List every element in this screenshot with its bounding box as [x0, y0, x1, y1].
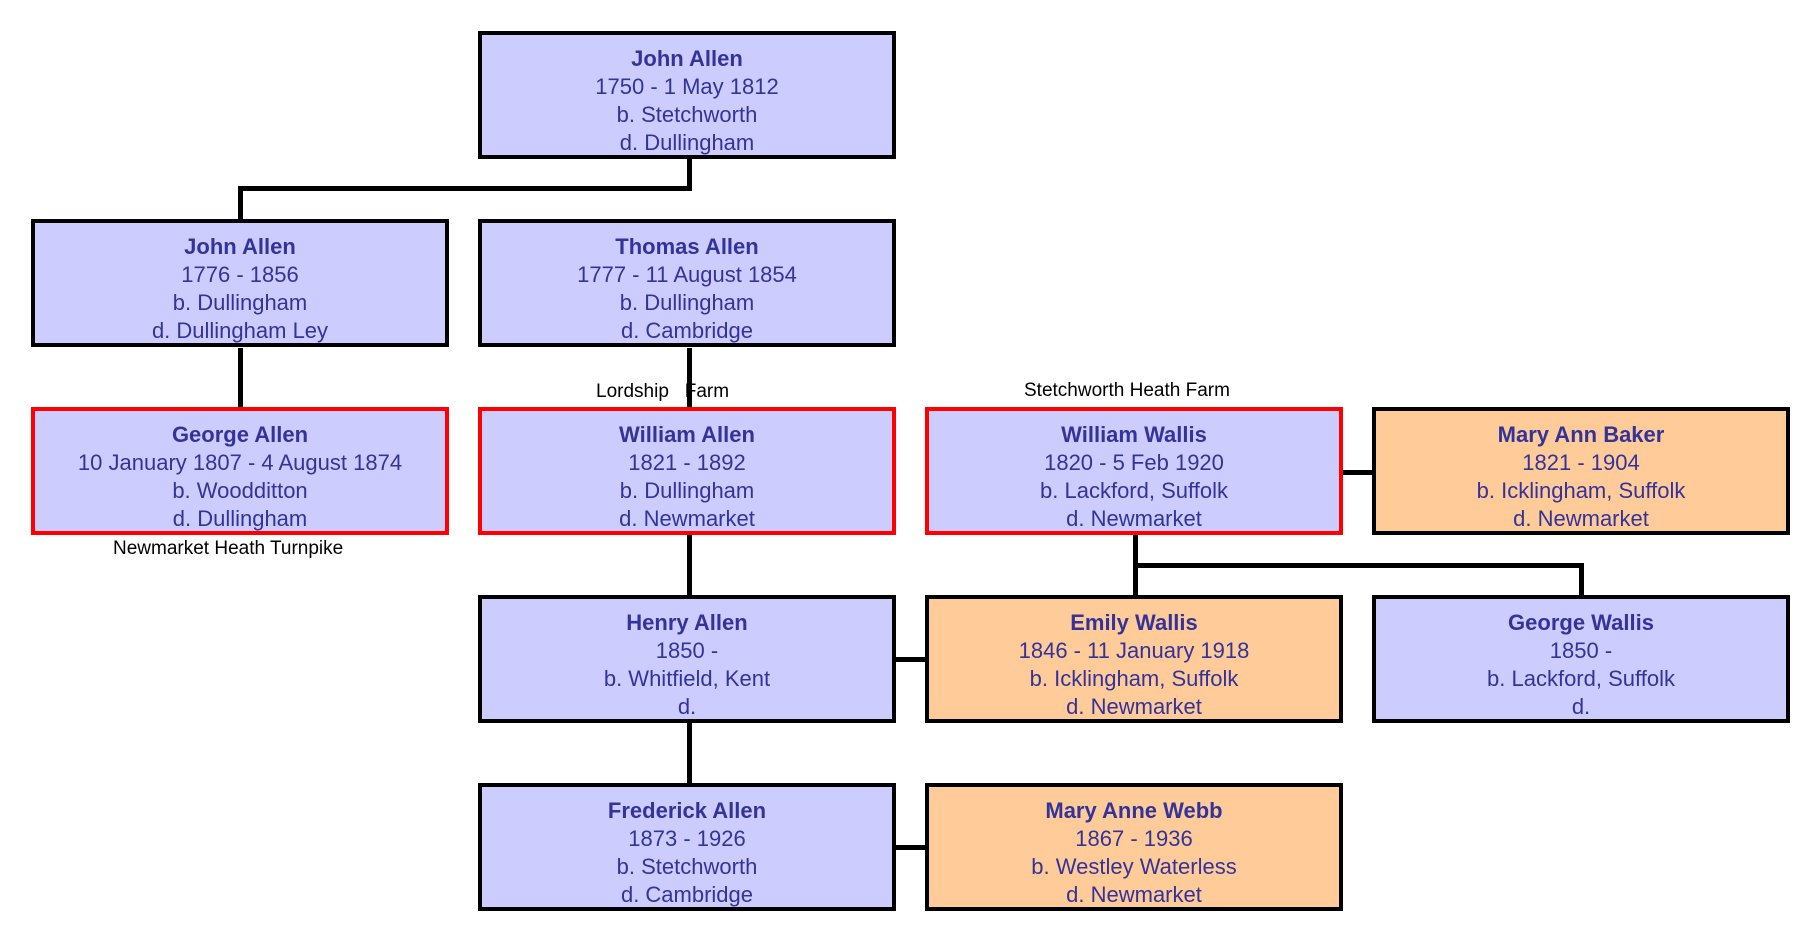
place-label-lordship-farm: Lordship Farm	[596, 381, 730, 402]
person-dates: 1846 - 11 January 1918	[1018, 638, 1250, 663]
person-name: Emily Wallis	[1070, 610, 1198, 635]
person-dates: 10 January 1807 - 4 August 1874	[77, 450, 403, 475]
person-deathplace: d. Newmarket	[619, 506, 755, 531]
person-card-john-allen-1776[interactable]: John Allen 1776 - 1856 b. Dullingham d. …	[31, 219, 449, 347]
person-card-mary-anne-webb[interactable]: Mary Anne Webb 1867 - 1936 b. Westley Wa…	[925, 783, 1343, 911]
connector-wallis-baker-marriage	[1343, 470, 1381, 475]
person-dates: 1873 - 1926	[628, 826, 746, 851]
connector-generation-2-bar	[238, 186, 692, 191]
person-dates: 1850 -	[655, 638, 719, 663]
connector-william-to-henry	[687, 535, 692, 599]
person-name: John Allen	[631, 46, 743, 71]
person-name: George Wallis	[1508, 610, 1654, 635]
person-dates: 1850 -	[1549, 638, 1613, 663]
person-birthplace: b. Lackford, Suffolk	[1040, 478, 1228, 503]
connector-to-john-allen	[238, 186, 243, 222]
person-name: Mary Ann Baker	[1497, 422, 1665, 447]
person-card-emily-wallis[interactable]: Emily Wallis 1846 - 11 January 1918 b. I…	[925, 595, 1343, 723]
person-dates: 1820 - 5 Feb 1920	[1044, 450, 1224, 475]
connector-henry-emily-marriage	[895, 657, 928, 662]
person-deathplace: d. Dullingham Ley	[151, 318, 329, 343]
person-card-henry-allen[interactable]: Henry Allen 1850 - b. Whitfield, Kent d.	[478, 595, 896, 723]
person-birthplace: b. Icklingham, Suffolk	[1476, 478, 1686, 503]
connector-frederick-mary-marriage	[895, 845, 928, 850]
person-name: William Allen	[619, 422, 755, 447]
person-name: George Allen	[171, 422, 309, 447]
connector-to-george-wallis	[1579, 563, 1584, 599]
person-name: John Allen	[184, 234, 296, 259]
place-label-newmarket-heath-turnpike: Newmarket Heath Turnpike	[113, 538, 344, 559]
person-name: Frederick Allen	[607, 798, 767, 823]
place-label-stetchworth-heath-farm: Stetchworth Heath Farm	[1024, 380, 1230, 401]
person-dates: 1867 - 1936	[1075, 826, 1193, 851]
person-birthplace: b. Icklingham, Suffolk	[1029, 666, 1239, 691]
person-name: William Wallis	[1061, 422, 1207, 447]
person-deathplace: d. Newmarket	[1066, 882, 1202, 907]
connector-john-to-george	[238, 348, 243, 410]
person-deathplace: d. Newmarket	[1066, 506, 1202, 531]
person-card-william-wallis[interactable]: William Wallis 1820 - 5 Feb 1920 b. Lack…	[925, 407, 1343, 535]
person-deathplace: d. Newmarket	[1066, 694, 1202, 719]
person-deathplace: d. Dullingham	[172, 506, 308, 531]
person-deathplace: d. Cambridge	[620, 318, 754, 343]
person-deathplace: d. Newmarket	[1513, 506, 1649, 531]
person-dates: 1821 - 1904	[1522, 450, 1640, 475]
connector-henry-to-frederick	[687, 723, 692, 787]
person-card-george-allen[interactable]: George Allen 10 January 1807 - 4 August …	[31, 407, 449, 535]
person-deathplace: d.	[677, 694, 697, 719]
connector-thomas-to-william	[687, 348, 692, 410]
person-birthplace: b. Whitfield, Kent	[603, 666, 771, 691]
person-name: Thomas Allen	[615, 234, 759, 259]
person-birthplace: b. Westley Waterless	[1031, 854, 1237, 879]
person-deathplace: d. Cambridge	[620, 882, 754, 907]
person-birthplace: b. Stetchworth	[616, 102, 758, 127]
connector-john-senior-down	[687, 159, 692, 190]
person-deathplace: d.	[1571, 694, 1591, 719]
person-name: Henry Allen	[626, 610, 748, 635]
person-birthplace: b. Lackford, Suffolk	[1487, 666, 1675, 691]
person-card-frederick-allen[interactable]: Frederick Allen 1873 - 1926 b. Stetchwor…	[478, 783, 896, 911]
person-birthplace: b. Dullingham	[172, 290, 308, 315]
person-card-william-allen[interactable]: William Allen 1821 - 1892 b. Dullingham …	[478, 407, 896, 535]
person-birthplace: b. Woodditton	[172, 478, 308, 503]
person-name: Mary Anne Webb	[1045, 798, 1223, 823]
person-dates: 1777 - 11 August 1854	[577, 262, 797, 287]
person-birthplace: b. Stetchworth	[616, 854, 758, 879]
person-dates: 1750 - 1 May 1812	[595, 74, 779, 99]
person-dates: 1776 - 1856	[181, 262, 299, 287]
person-birthplace: b. Dullingham	[619, 290, 755, 315]
person-card-george-wallis[interactable]: George Wallis 1850 - b. Lackford, Suffol…	[1372, 595, 1790, 723]
person-birthplace: b. Dullingham	[619, 478, 755, 503]
person-card-john-allen-1750[interactable]: John Allen 1750 - 1 May 1812 b. Stetchwo…	[478, 31, 896, 159]
connector-wallis-children-bar	[1133, 563, 1584, 568]
person-dates: 1821 - 1892	[628, 450, 746, 475]
person-card-thomas-allen[interactable]: Thomas Allen 1777 - 11 August 1854 b. Du…	[478, 219, 896, 347]
person-deathplace: d. Dullingham	[619, 130, 755, 155]
person-card-mary-ann-baker[interactable]: Mary Ann Baker 1821 - 1904 b. Icklingham…	[1372, 407, 1790, 535]
